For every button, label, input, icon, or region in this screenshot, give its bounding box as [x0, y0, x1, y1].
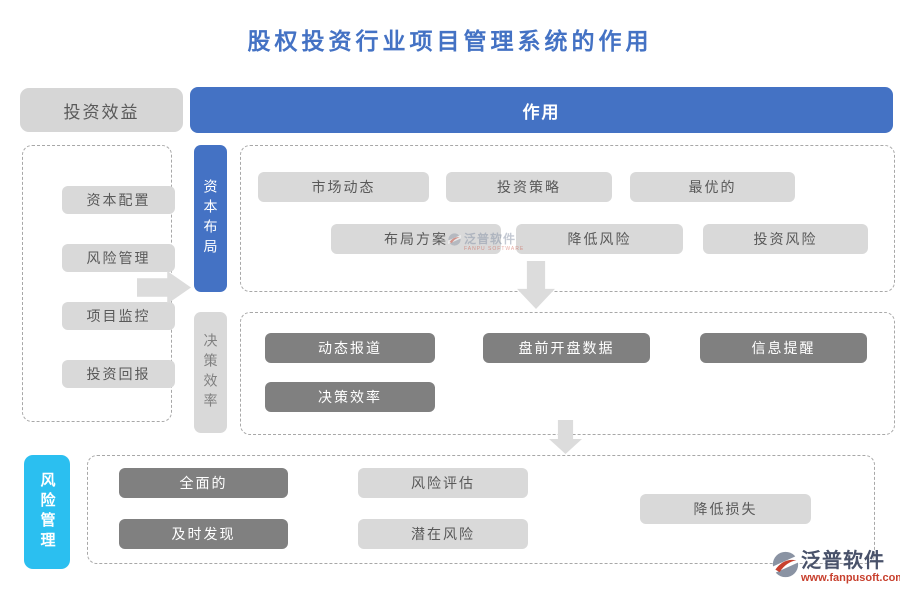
node-reduce-loss: 降低损失: [640, 494, 811, 524]
node-investment-strategy: 投资策略: [446, 172, 612, 202]
node-dynamic-report: 动态报道: [265, 333, 435, 363]
fanpu-logo-url: www.fanpusoft.com: [801, 572, 900, 584]
benefit-item-project-monitoring: 项目监控: [62, 302, 175, 330]
node-potential-risk: 潜在风险: [358, 519, 528, 549]
fanpu-logo-text: 泛普软件: [801, 550, 885, 572]
page-title: 股权投资行业项目管理系统的作用: [247, 29, 653, 54]
node-info-reminder: 信息提醒: [700, 333, 867, 363]
node-premarket-open-data: 盘前开盘数据: [483, 333, 650, 363]
benefit-item-capital-allocation: 资本配置: [62, 186, 175, 214]
fanpu-logo-icon: [772, 551, 799, 578]
watermark-sub-text: FANPU SOFTWARE: [464, 246, 525, 252]
node-risk-assessment: 风险评估: [358, 468, 528, 498]
benefit-item-risk-management: 风险管理: [62, 244, 175, 272]
tab-capital-layout: 资本布局: [194, 145, 227, 292]
node-timely-discovery: 及时发现: [119, 519, 288, 549]
center-watermark: 泛普软件 FANPU SOFTWARE: [448, 233, 524, 252]
watermark-brand-text: 泛普软件: [464, 232, 517, 246]
capital-layout-panel: [240, 145, 895, 292]
investment-benefit-label: 投资效益: [20, 88, 183, 132]
fanpu-logo: 泛普软件 www.fanpusoft.com: [772, 551, 900, 584]
benefit-item-investment-return: 投资回报: [62, 360, 175, 388]
watermark-logo-icon: [448, 233, 461, 246]
node-layout-plan: 布局方案: [331, 224, 501, 254]
node-investment-risk: 投资风险: [703, 224, 868, 254]
node-reduce-risk: 降低风险: [516, 224, 683, 254]
node-decision-efficiency: 决策效率: [265, 382, 435, 412]
node-optimal: 最优的: [630, 172, 795, 202]
node-market-dynamics: 市场动态: [258, 172, 429, 202]
decision-efficiency-panel: [240, 312, 895, 435]
tab-decision-efficiency: 决策效率: [194, 312, 227, 433]
role-header-bar: 作用: [190, 87, 893, 133]
node-comprehensive: 全面的: [119, 468, 288, 498]
tab-risk-management: 风险管理: [24, 455, 70, 569]
